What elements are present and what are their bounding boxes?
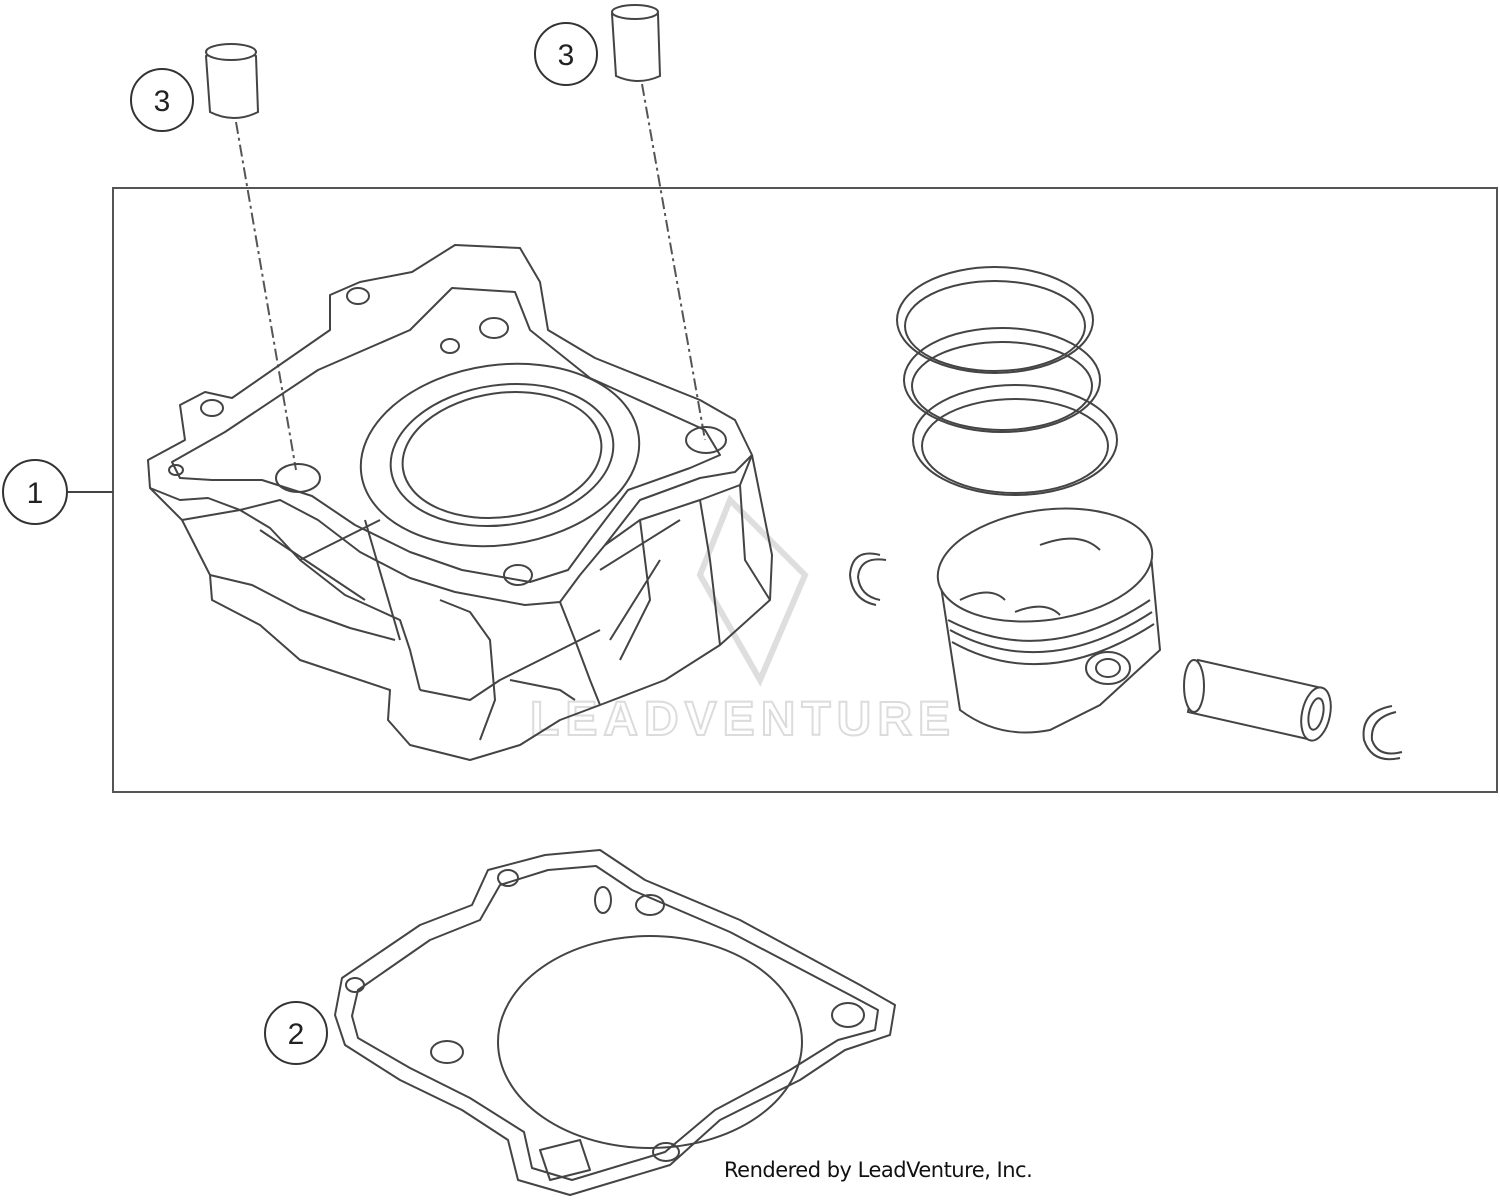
callout-2-label: 2 bbox=[288, 1018, 305, 1051]
kit-frame bbox=[112, 187, 1498, 793]
dowel-sleeve-left bbox=[204, 43, 260, 119]
callout-3-left-label: 3 bbox=[154, 85, 171, 118]
piston-rings bbox=[896, 266, 1118, 496]
piston bbox=[936, 507, 1162, 734]
dowel-sleeve-right bbox=[610, 4, 662, 82]
dowel-right-axis bbox=[641, 83, 706, 441]
callout-1[interactable]: 1 bbox=[2, 459, 68, 525]
callout-3-right-label: 3 bbox=[558, 39, 575, 72]
cylinder-base-gasket bbox=[334, 849, 896, 1196]
callout-1-label: 1 bbox=[27, 477, 44, 510]
piston-pin bbox=[1183, 658, 1332, 742]
circlip-right bbox=[1362, 705, 1403, 761]
cylinder bbox=[147, 244, 773, 761]
callout-3-right[interactable]: 3 bbox=[534, 22, 598, 86]
callout-2[interactable]: 2 bbox=[264, 1001, 328, 1065]
watermark-text: LEADVENTURE bbox=[530, 693, 956, 746]
dowel-left-axis bbox=[235, 121, 297, 471]
circlip-left bbox=[848, 552, 887, 606]
callout-3-left[interactable]: 3 bbox=[130, 68, 194, 132]
render-credit: Rendered by LeadVenture, Inc. bbox=[724, 1158, 1033, 1182]
